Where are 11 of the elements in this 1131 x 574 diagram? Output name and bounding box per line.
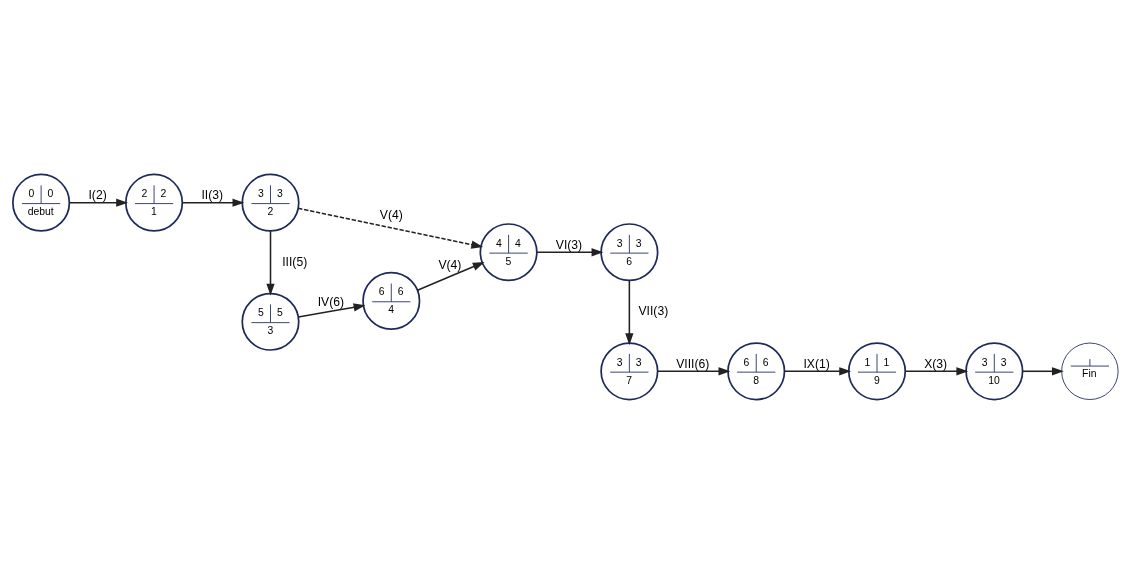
edge-label: IX(1) <box>803 356 830 371</box>
edge-label: VII(3) <box>638 304 669 319</box>
edge-label: III(5) <box>282 254 308 269</box>
edge-label: IV(6) <box>317 295 345 310</box>
edge-label: X(3) <box>924 356 948 371</box>
edge-label: I(2) <box>88 188 107 203</box>
edge-label: II(3) <box>201 188 224 203</box>
edge-label: VIII(6) <box>676 356 710 371</box>
edge-label: V(4) <box>438 257 462 272</box>
edge-label: VI(3) <box>555 237 583 252</box>
edge-label: V(4) <box>379 208 403 223</box>
